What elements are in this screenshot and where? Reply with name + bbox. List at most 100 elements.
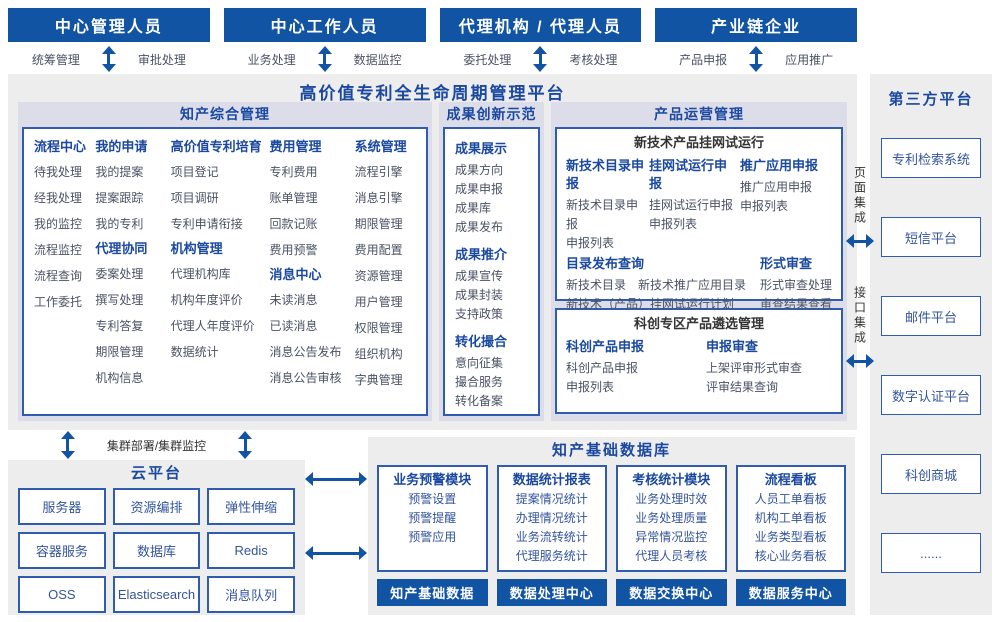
module-item: 核心业务看板 bbox=[754, 549, 827, 563]
cluster-link-row: 集群部署/集群监控 bbox=[8, 431, 305, 459]
menu-item: 挂网试运行申报 bbox=[649, 198, 734, 212]
sub-box-title: 新技术产品挂网试运行 bbox=[633, 135, 764, 150]
group-title: 科创产品申报 bbox=[566, 339, 645, 354]
user-group-header: 中心管理人员 bbox=[8, 8, 210, 42]
menu-item: 用户管理 bbox=[354, 295, 403, 309]
menu-item: 意向征集 bbox=[455, 356, 504, 370]
module-item: 业务处理时效 bbox=[635, 492, 708, 506]
horizontal-double-arrow-icon bbox=[305, 546, 367, 560]
menu-item: 形式审查处理 bbox=[760, 278, 833, 292]
group-title: 挂网试运行申报 bbox=[649, 158, 728, 191]
vertical-double-arrow-icon bbox=[533, 46, 548, 72]
role-action-label: 审批处理 bbox=[137, 52, 186, 67]
ip-database-title: 知产基础数据库 bbox=[551, 442, 671, 459]
module-item: 业务类型看板 bbox=[754, 530, 827, 544]
role-action-label: 委托处理 bbox=[463, 52, 512, 67]
menu-item: 期限管理 bbox=[95, 345, 144, 359]
menu-item: 新技术推广应用目录 bbox=[638, 278, 747, 292]
menu-item: 消息引擎 bbox=[354, 191, 403, 205]
third-party-platform-box: ...... bbox=[881, 533, 981, 573]
menu-item: 流程监控 bbox=[34, 243, 83, 257]
third-party-title: 第三方平台 bbox=[888, 91, 974, 108]
user-group-header: 代理机构 / 代理人员 bbox=[439, 8, 642, 42]
third-party-platform-box: 科创商城 bbox=[881, 454, 981, 494]
menu-item: 撰写处理 bbox=[95, 293, 144, 307]
module-title: 考核统计模块 bbox=[632, 472, 711, 487]
data-center-box: 数据交换中心 bbox=[616, 579, 727, 606]
group-title: 消息中心 bbox=[269, 267, 322, 282]
cloud-service-box: OSS bbox=[18, 576, 106, 613]
cloud-service-box: Elasticsearch bbox=[112, 576, 201, 613]
group-title: 流程中心 bbox=[34, 139, 87, 154]
menu-item: 代理机构库 bbox=[170, 267, 231, 281]
menu-item: 消息公告审核 bbox=[269, 371, 342, 385]
platform-sections: 知产综合管理 流程中心 待我处理经我处理我的监控流程监控流程查询工作委托 我的申… bbox=[8, 102, 857, 421]
ip-database-panel: 知产基础数据库 业务预警模块 预警设置预警提醒预警应用 数据统计报表 提案情况统… bbox=[368, 437, 855, 615]
cloud-service-box: 数据库 bbox=[112, 532, 201, 569]
menu-item: 上架评审形式审查 bbox=[706, 361, 803, 375]
menu-item: 费用预警 bbox=[269, 243, 318, 257]
group-title: 费用管理 bbox=[269, 139, 322, 154]
menu-column: 科创产品申报 科创产品申报申报列表 bbox=[566, 336, 706, 397]
cloud-platform-title: 云平台 bbox=[130, 465, 182, 482]
menu-item: 权限管理 bbox=[354, 321, 403, 335]
section-title: 知产综合管理 bbox=[180, 106, 270, 122]
menu-item: 费用配置 bbox=[354, 243, 403, 257]
menu-item: 机构年度评价 bbox=[170, 293, 243, 307]
menu-item: 我的提案 bbox=[95, 165, 144, 179]
third-party-platform-box: 数字认证平台 bbox=[881, 375, 981, 415]
menu-column: 挂网试运行申报 挂网试运行申报申报列表 bbox=[649, 155, 739, 253]
menu-column: 新技术目录申报 新技术目录申报申报列表 bbox=[566, 155, 648, 253]
db-module-alert: 业务预警模块 预警设置预警提醒预警应用 bbox=[377, 465, 488, 572]
group-title: 系统管理 bbox=[354, 139, 407, 154]
menu-column: 形式审查 形式审查处理审查结果查看 bbox=[760, 253, 832, 314]
menu-item: 消息公告发布 bbox=[269, 345, 342, 359]
cloud-service-box: 服务器 bbox=[18, 488, 106, 525]
user-roles-row: 中心管理人员 统筹管理 审批处理 中心工作人员 业务处理 数据监控 代理机构 /… bbox=[8, 8, 857, 73]
menu-item: 流程引擎 bbox=[354, 165, 403, 179]
user-group-actions: 业务处理 数据监控 bbox=[224, 45, 426, 73]
innovation-box: 成果展示 成果方向成果申报成果库成果发布 成果推介 成果宣传成果封装支持政策 转… bbox=[443, 127, 540, 416]
user-group-center-managers: 中心管理人员 统筹管理 审批处理 bbox=[8, 8, 210, 73]
sci-innovation-selection-box: 科创专区产品遴选管理 科创产品申报 科创产品申报申报列表 申报审查 上架评审形式… bbox=[555, 308, 843, 414]
menu-item: 专利答复 bbox=[95, 319, 144, 333]
db-module-process-board: 流程看板 人员工单看板机构工单看板业务类型看板核心业务看板 bbox=[735, 465, 846, 572]
platform-title: 高价值专利全生命周期管理平台 bbox=[299, 84, 566, 103]
menu-item: 项目登记 bbox=[170, 165, 219, 179]
menu-item: 未读消息 bbox=[269, 293, 318, 307]
menu-item: 流程查询 bbox=[34, 269, 83, 283]
module-title: 业务预警模块 bbox=[393, 472, 472, 487]
integration-label: 接口集成 bbox=[852, 286, 867, 346]
data-center-box: 知产基础数据 bbox=[377, 579, 488, 606]
menu-item: 委案处理 bbox=[95, 267, 144, 281]
menu-item: 推广应用申报 bbox=[740, 180, 813, 194]
catalog-review-row: 目录发布查询 新技术目录新技术推广应用目录 新技术（产品）挂网试运行计划 形式审… bbox=[566, 253, 832, 314]
vertical-double-arrow-icon bbox=[749, 46, 764, 72]
group-title: 新技术目录申报 bbox=[566, 158, 645, 191]
group-title: 成果推介 bbox=[455, 247, 508, 262]
menu-item: 申报列表 bbox=[566, 236, 615, 250]
menu-item: 提案跟踪 bbox=[95, 191, 144, 205]
module-title: 流程看板 bbox=[764, 472, 817, 487]
integration-label: 页面集成 bbox=[852, 166, 867, 226]
cloud-service-box: 资源编排 bbox=[112, 488, 201, 525]
module-item: 人员工单看板 bbox=[754, 492, 827, 506]
vertical-double-arrow-icon bbox=[317, 46, 332, 72]
sub-box-title: 科创专区产品遴选管理 bbox=[633, 316, 764, 331]
menu-item: 转化备案 bbox=[455, 394, 504, 408]
menu-item: 回款记账 bbox=[269, 217, 318, 231]
module-item: 机构工单看板 bbox=[754, 511, 827, 525]
section-ip-management: 知产综合管理 流程中心 待我处理经我处理我的监控流程监控流程查询工作委托 我的申… bbox=[18, 102, 432, 421]
role-action-label: 考核处理 bbox=[569, 52, 618, 67]
vertical-double-arrow-icon bbox=[101, 46, 116, 72]
menu-item: 代理人年度评价 bbox=[170, 319, 255, 333]
menu-item: 申报列表 bbox=[649, 217, 698, 231]
menu-item: 期限管理 bbox=[354, 217, 403, 231]
menu-item: 项目调研 bbox=[170, 191, 219, 205]
menu-column: 申报审查 上架评审形式审查评审结果查询 bbox=[706, 336, 832, 397]
third-party-panel: 第三方平台 专利检索系统短信平台邮件平台数字认证平台科创商城...... bbox=[870, 74, 992, 615]
menu-item: 审查结果查看 bbox=[760, 297, 833, 311]
role-action-label: 应用推广 bbox=[785, 52, 834, 67]
third-party-platform-box: 邮件平台 bbox=[881, 296, 981, 336]
menu-item: 成果封装 bbox=[455, 288, 504, 302]
